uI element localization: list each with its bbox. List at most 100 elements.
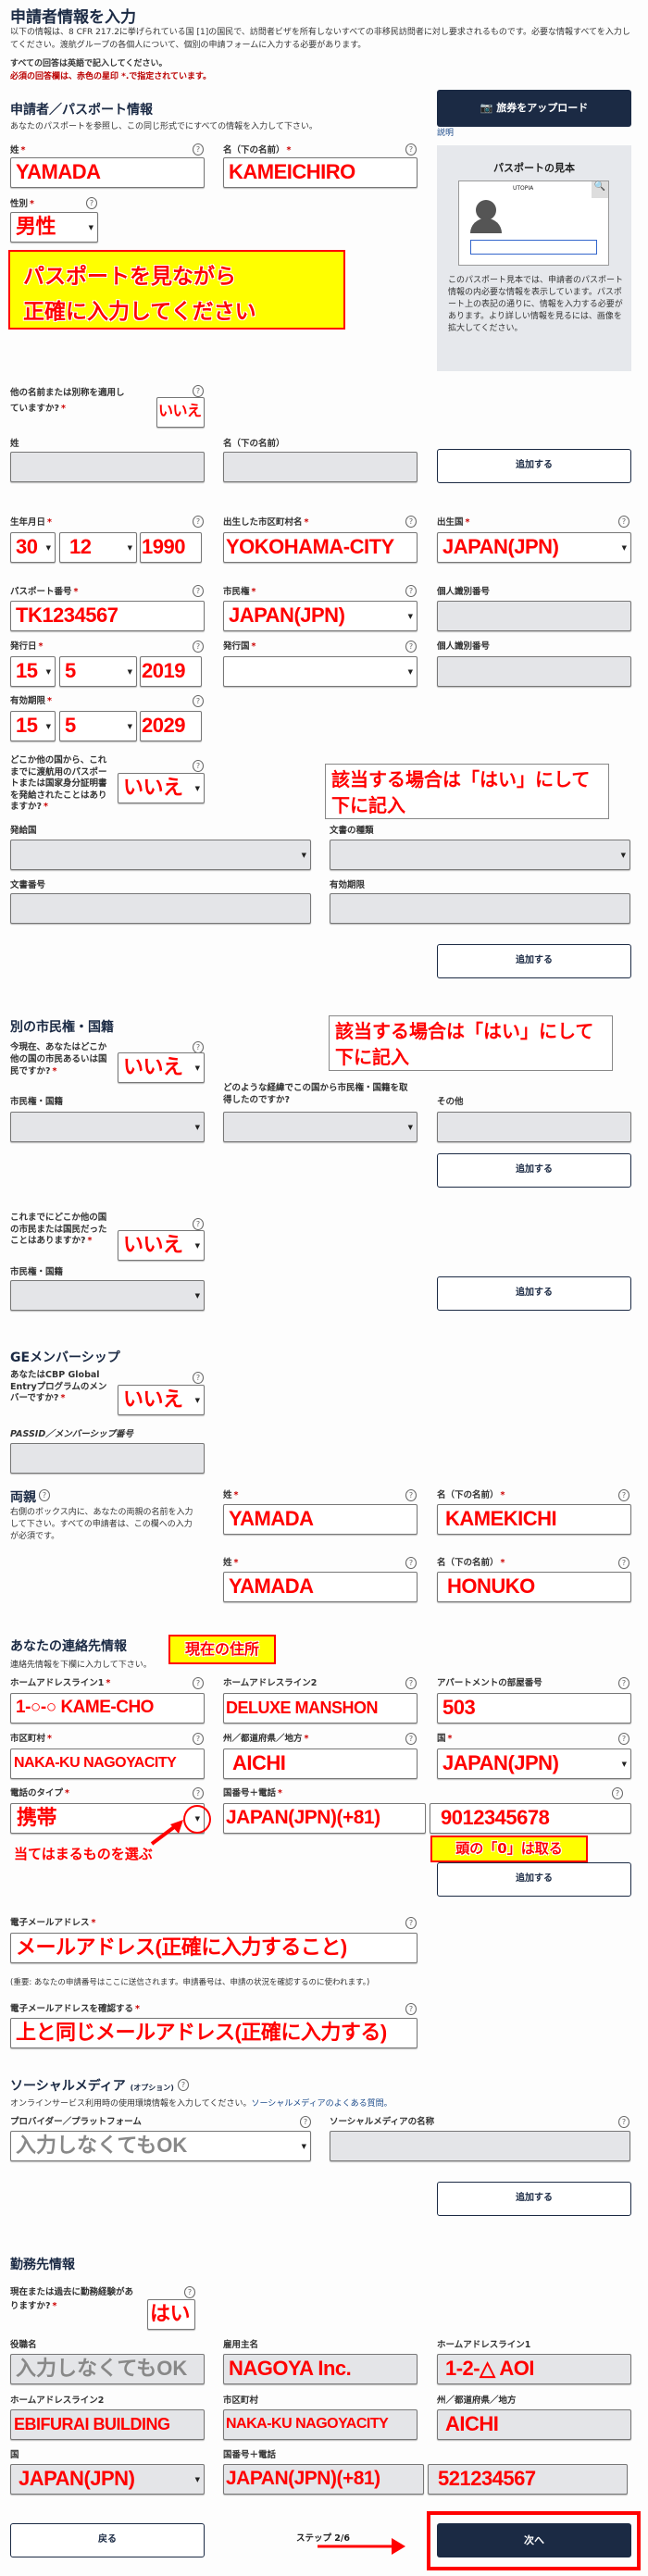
phone-number-input[interactable]: 9012345678 [430, 1803, 631, 1834]
help-icon[interactable]: ? [193, 1372, 204, 1384]
provider-select[interactable]: 入力しなくてもOK▼ [10, 2131, 311, 2161]
help-icon[interactable]: ? [193, 1218, 204, 1230]
help-icon[interactable]: ? [193, 516, 204, 528]
help-icon[interactable]: ? [193, 760, 204, 772]
help-icon[interactable]: ? [86, 197, 97, 209]
help-icon[interactable]: ? [193, 695, 204, 707]
issue-day-select[interactable]: 15▼ [10, 656, 56, 687]
issuing-country-select[interactable]: ▼ [10, 840, 311, 870]
work-state-input[interactable]: AICHI [437, 2409, 631, 2440]
help-icon[interactable]: ? [193, 385, 204, 397]
help-icon[interactable]: ? [405, 1917, 417, 1929]
work-address1-input[interactable]: 1-2-△ AOI [437, 2354, 631, 2384]
other-passport-select[interactable]: いいえ▼ [118, 773, 205, 803]
help-icon[interactable]: ? [193, 1787, 204, 1799]
employment-select[interactable]: はい [147, 2299, 195, 2330]
passport-sample-image[interactable]: UTOPIA 🔍 [458, 180, 609, 266]
parent1-surname-input[interactable]: YAMADA [223, 1504, 417, 1535]
confirm-email-input[interactable]: 上と同じメールアドレス(正確に入力する) [10, 2018, 417, 2048]
help-icon[interactable]: ? [405, 1733, 417, 1745]
add-citizenship-button[interactable]: 追加する [437, 1153, 631, 1188]
help-icon[interactable]: ? [618, 1489, 629, 1501]
expiry-year-input[interactable]: 2029 [140, 711, 202, 741]
other-input[interactable] [437, 1112, 631, 1142]
state-input[interactable]: AICHI [223, 1748, 417, 1779]
help-icon[interactable]: ? [405, 641, 417, 653]
add-social-button[interactable]: 追加する [437, 2182, 631, 2216]
issue-year-input[interactable]: 2019 [140, 656, 202, 687]
help-icon[interactable]: ? [405, 1489, 417, 1501]
doc-expiry-input[interactable] [330, 893, 630, 924]
city-input[interactable]: NAKA-KU NAGOYACITY [10, 1748, 205, 1779]
personal-id-2-input[interactable] [437, 656, 631, 687]
add-past-citizenship-button[interactable]: 追加する [437, 1276, 631, 1311]
help-icon[interactable]: ? [300, 2116, 311, 2128]
work-address2-input[interactable]: EBIFURAI BUILDING [10, 2409, 205, 2440]
issue-country-select[interactable]: ▼ [223, 656, 417, 687]
add-document-button[interactable]: 追加する [437, 944, 631, 978]
work-city-input[interactable]: NAKA-KU NAGOYACITY [223, 2409, 417, 2440]
country-select[interactable]: JAPAN(JPN)▼ [437, 1748, 631, 1779]
dob-month-select[interactable]: 12▼ [59, 532, 137, 563]
other-surname-input[interactable] [10, 452, 205, 482]
help-icon[interactable]: ? [405, 2003, 417, 2015]
help-icon[interactable]: ? [193, 1677, 204, 1689]
expiry-day-select[interactable]: 15▼ [10, 711, 56, 741]
help-icon[interactable]: ? [405, 585, 417, 597]
surname-input[interactable]: YAMADA [10, 157, 205, 188]
birth-city-input[interactable]: YOKOHAMA-CITY [223, 532, 417, 563]
work-phone-country-select[interactable]: JAPAN(JPN)(+81) [223, 2464, 424, 2495]
passport-number-input[interactable]: TK1234567 [10, 601, 205, 631]
back-button[interactable]: 戻る [10, 2523, 205, 2557]
explain-link[interactable]: 説明 [437, 129, 455, 138]
sex-select[interactable]: 男性▼ [10, 212, 98, 243]
address2-input[interactable]: DELUXE MANSHON [223, 1693, 417, 1724]
help-icon[interactable]: ? [184, 2286, 195, 2298]
help-icon[interactable]: ? [178, 2079, 189, 2091]
address1-input[interactable]: 1-○-○ KAME-CHO [10, 1693, 205, 1724]
help-icon[interactable]: ? [618, 1733, 629, 1745]
other-given-input[interactable] [223, 452, 417, 482]
dob-day-select[interactable]: 30▼ [10, 532, 56, 563]
help-icon[interactable]: ? [618, 1677, 629, 1689]
help-icon[interactable]: ? [193, 143, 204, 156]
birth-country-select[interactable]: JAPAN(JPN)▼ [437, 532, 631, 563]
doc-number-input[interactable] [10, 893, 311, 924]
help-icon[interactable]: ? [618, 2116, 629, 2128]
help-icon[interactable]: ? [618, 1557, 629, 1569]
personal-id-input[interactable] [437, 601, 631, 631]
social-name-input[interactable] [330, 2131, 630, 2161]
doc-type-select[interactable]: ▼ [330, 840, 630, 870]
parent2-given-input[interactable]: HONUKO [437, 1572, 631, 1602]
citizenship-select[interactable]: JAPAN(JPN)▼ [223, 601, 417, 631]
current-citizenship-select[interactable]: いいえ▼ [118, 1052, 205, 1083]
help-icon[interactable]: ? [193, 1733, 204, 1745]
help-icon[interactable]: ? [618, 516, 629, 528]
employer-input[interactable]: NAGOYA Inc. [223, 2354, 417, 2384]
parent1-given-input[interactable]: KAMEKICHI [437, 1504, 631, 1535]
dob-year-input[interactable]: 1990 [140, 532, 202, 563]
add-phone-button[interactable]: 追加する [437, 1862, 631, 1897]
past-citizenship-select[interactable]: いいえ▼ [118, 1230, 205, 1261]
social-faq-link[interactable]: ソーシャルメディアのよくある質問。 [251, 2099, 393, 2109]
help-icon[interactable]: ? [405, 143, 417, 156]
other-names-select[interactable]: いいえ [156, 397, 205, 428]
help-icon[interactable]: ? [193, 585, 204, 597]
issue-month-select[interactable]: 5▼ [59, 656, 137, 687]
acquired-how-select[interactable]: ▼ [223, 1112, 417, 1142]
apartment-input[interactable]: 503 [437, 1693, 631, 1724]
ge-member-select[interactable]: いいえ▼ [118, 1385, 205, 1415]
given-name-input[interactable]: KAMEICHIRO [223, 157, 417, 188]
phone-country-code-select[interactable]: JAPAN(JPN)(+81) [223, 1803, 426, 1834]
work-phone-number-input[interactable]: 521234567 [428, 2464, 628, 2495]
help-icon[interactable]: ? [405, 1557, 417, 1569]
work-country-select[interactable]: JAPAN(JPN)▼ [10, 2464, 205, 2495]
help-icon[interactable]: ? [612, 1787, 623, 1799]
job-title-input[interactable]: 入力しなくてもOK [10, 2354, 205, 2384]
upload-passport-button[interactable]: 📷 旅券をアップロード [437, 90, 631, 127]
zoom-magnifier-icon[interactable]: 🔍 [592, 181, 608, 198]
email-input[interactable]: メールアドレス(正確に入力すること) [10, 1933, 417, 1963]
add-other-name-button[interactable]: 追加する [437, 449, 631, 483]
past-citizenship-country-select[interactable]: ▼ [10, 1280, 205, 1311]
citizenship-country-select[interactable]: ▼ [10, 1112, 205, 1142]
